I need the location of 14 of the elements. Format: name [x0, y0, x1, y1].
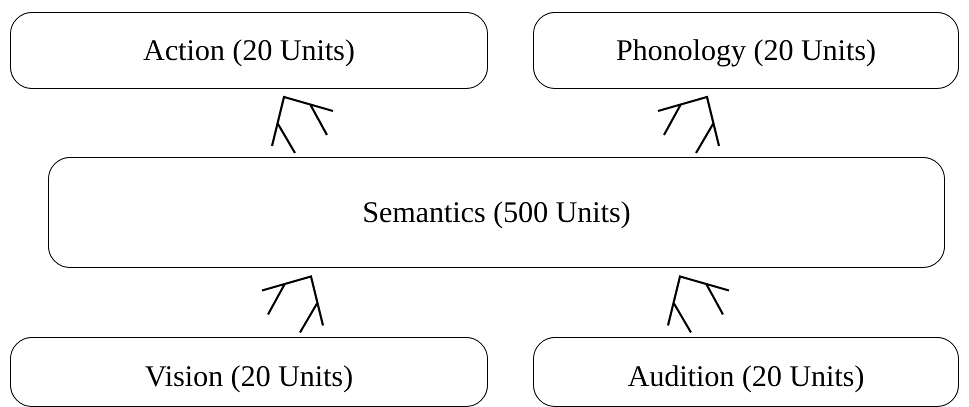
layer-box [10, 12, 488, 89]
layer-box [533, 12, 959, 89]
layer-label: Action (20 Units) [143, 34, 355, 68]
layer-label: Semantics (500 Units) [362, 196, 631, 230]
layer-box [48, 157, 945, 268]
layer-box [533, 337, 959, 407]
connection-symbol [260, 275, 324, 334]
connection-symbol [666, 275, 730, 334]
layer-box [10, 337, 488, 407]
layer-label: Phonology (20 Units) [616, 34, 876, 68]
connection-symbol [656, 96, 720, 154]
connection-symbol [270, 96, 334, 154]
layer-label: Vision (20 Units) [144, 360, 354, 394]
layer-label: Audition (20 Units) [628, 360, 864, 394]
